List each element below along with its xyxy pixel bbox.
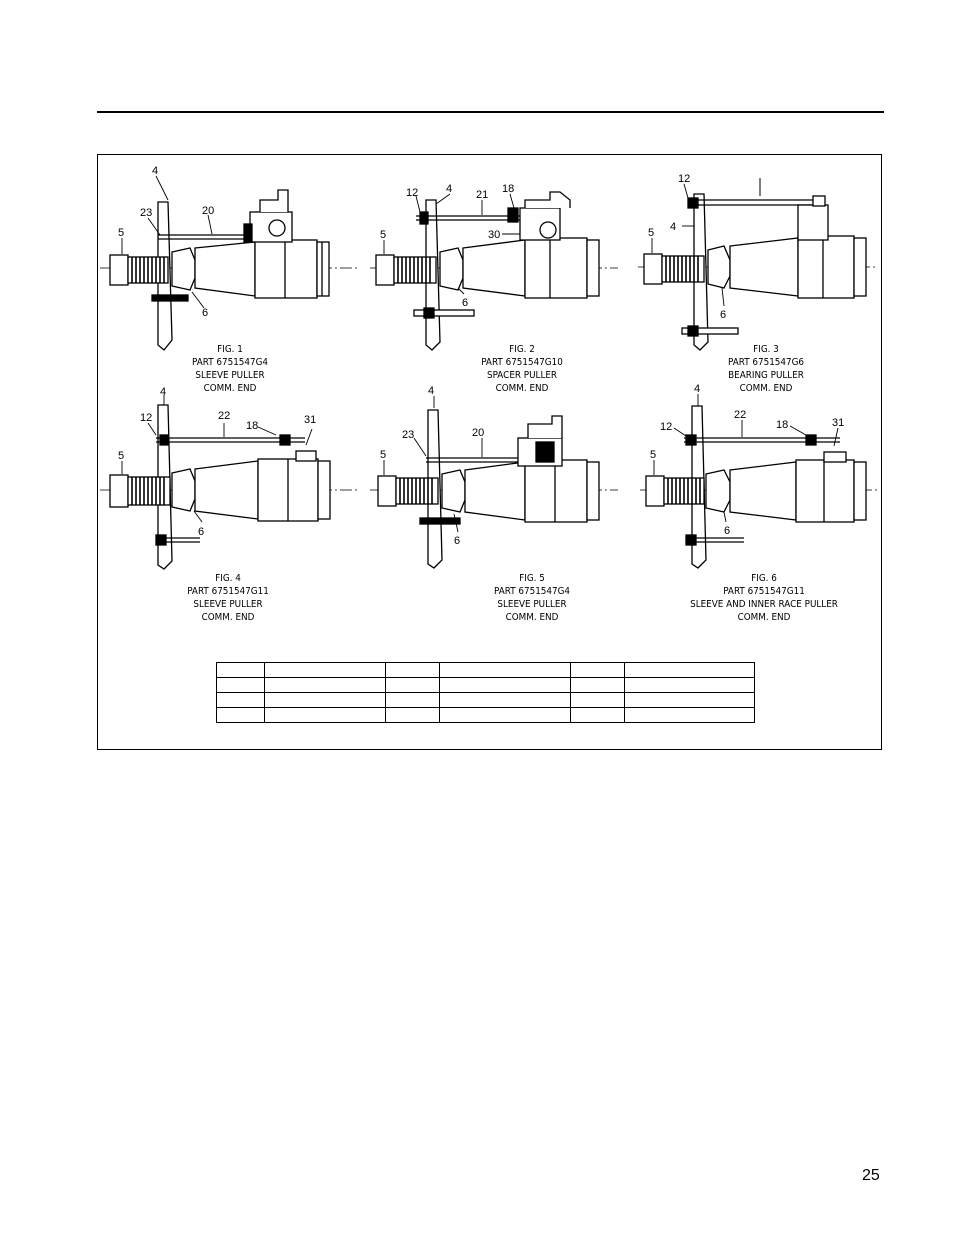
callout-6: 6 [720, 309, 726, 321]
callout-5: 5 [380, 449, 386, 461]
callout-6: 6 [202, 307, 208, 319]
figure-3-end: COMM. END [739, 383, 793, 394]
callout-30: 30 [488, 229, 500, 241]
callout-12: 12 [140, 412, 152, 424]
figure-3-title: FIG. 3 [753, 344, 779, 355]
figure-2-part: PART 6751547G10 [481, 357, 563, 368]
figure-6-title: FIG. 6 [751, 573, 777, 584]
callout-31: 31 [832, 417, 844, 429]
callout-5: 5 [118, 227, 124, 239]
figure-2-end: COMM. END [495, 383, 549, 394]
callout-4: 4 [160, 386, 166, 398]
callout-20: 20 [202, 205, 214, 217]
callout-4: 4 [152, 165, 158, 177]
figure-1-caption: FIG. 1 PART 6751547G4 SLEEVE PULLER COMM… [124, 343, 335, 395]
table-row [216, 707, 755, 723]
figure-4-title: FIG. 4 [215, 573, 241, 584]
callout-18: 18 [246, 420, 258, 432]
figure-5-title: FIG. 5 [519, 573, 545, 584]
callout-12: 12 [678, 173, 690, 185]
figure-5-part: PART 6751547G4 [493, 586, 571, 597]
figure-5-caption: FIG. 5 PART 6751547G4 SLEEVE PULLER COMM… [426, 572, 637, 624]
figure-5-end: COMM. END [505, 612, 559, 623]
figure-1-end: COMM. END [203, 383, 257, 394]
callout-23: 23 [402, 429, 414, 441]
figure-5-drawing: 4 23 20 5 6 [370, 380, 620, 575]
callout-5: 5 [118, 450, 124, 462]
figure-6-drawing: 4 12 22 18 31 5 6 [640, 380, 880, 575]
callout-4: 4 [428, 385, 434, 397]
figure-3-name: BEARING PULLER [728, 370, 804, 381]
figure-2-title: FIG. 2 [509, 344, 535, 355]
callout-22: 22 [734, 409, 746, 421]
callout-5: 5 [650, 449, 656, 461]
callout-6: 6 [724, 525, 730, 537]
callout-21: 21 [476, 189, 488, 201]
figure-1-drawing: 4 23 20 5 6 [100, 160, 360, 360]
page-number: 25 [862, 1167, 880, 1184]
figure-4-part: PART 6751547G11 [187, 586, 269, 597]
table-row [216, 662, 755, 678]
callout-22: 22 [218, 410, 230, 422]
callout-6: 6 [462, 297, 468, 309]
callout-20: 20 [472, 427, 484, 439]
callout-5: 5 [648, 227, 654, 239]
callout-23: 23 [140, 207, 152, 219]
figure-4-caption: FIG. 4 PART 6751547G11 SLEEVE PULLER COM… [122, 572, 333, 624]
figure-4-name: SLEEVE PULLER [193, 599, 263, 610]
header-rule [97, 111, 884, 113]
table-row [216, 692, 755, 708]
callout-18: 18 [776, 419, 788, 431]
figure-2-name: SPACER PULLER [486, 370, 558, 381]
callout-12: 12 [660, 421, 672, 433]
callout-12: 12 [406, 187, 418, 199]
figure-4-end: COMM. END [201, 612, 255, 623]
callout-6: 6 [454, 535, 460, 547]
table-row [216, 677, 755, 693]
figure-1-title: FIG. 1 [217, 344, 243, 355]
figure-3-part: PART 6751547G6 [727, 357, 805, 368]
figure-6-end: COMM. END [737, 612, 791, 623]
figure-6-caption: FIG. 6 PART 6751547G11 SLEEVE AND INNER … [658, 572, 869, 624]
callout-4: 4 [446, 183, 452, 195]
callout-6: 6 [198, 526, 204, 538]
figure-3-caption: FIG. 3 PART 6751547G6 BEARING PULLER COM… [660, 343, 871, 395]
figure-3-drawing: 12 4 5 6 [638, 160, 878, 360]
figure-6-part: PART 6751547G11 [723, 586, 805, 597]
figure-frame [97, 154, 882, 750]
figure-1-part: PART 6751547G4 [191, 357, 269, 368]
figure-2-drawing: 12 4 21 18 30 5 6 [370, 160, 620, 360]
callout-4: 4 [694, 383, 700, 395]
figure-6-name: SLEEVE AND INNER RACE PULLER [690, 599, 838, 610]
figure-2-caption: FIG. 2 PART 6751547G10 SPACER PULLER COM… [416, 343, 627, 395]
callout-18: 18 [502, 183, 514, 195]
figure-1-name: SLEEVE PULLER [195, 370, 265, 381]
figure-4-drawing: 4 12 22 18 31 5 6 [100, 385, 360, 575]
parts-table [216, 662, 755, 723]
callout-31: 31 [304, 414, 316, 426]
figure-5-name: SLEEVE PULLER [497, 599, 567, 610]
callout-4: 4 [670, 221, 676, 233]
callout-5: 5 [380, 229, 386, 241]
